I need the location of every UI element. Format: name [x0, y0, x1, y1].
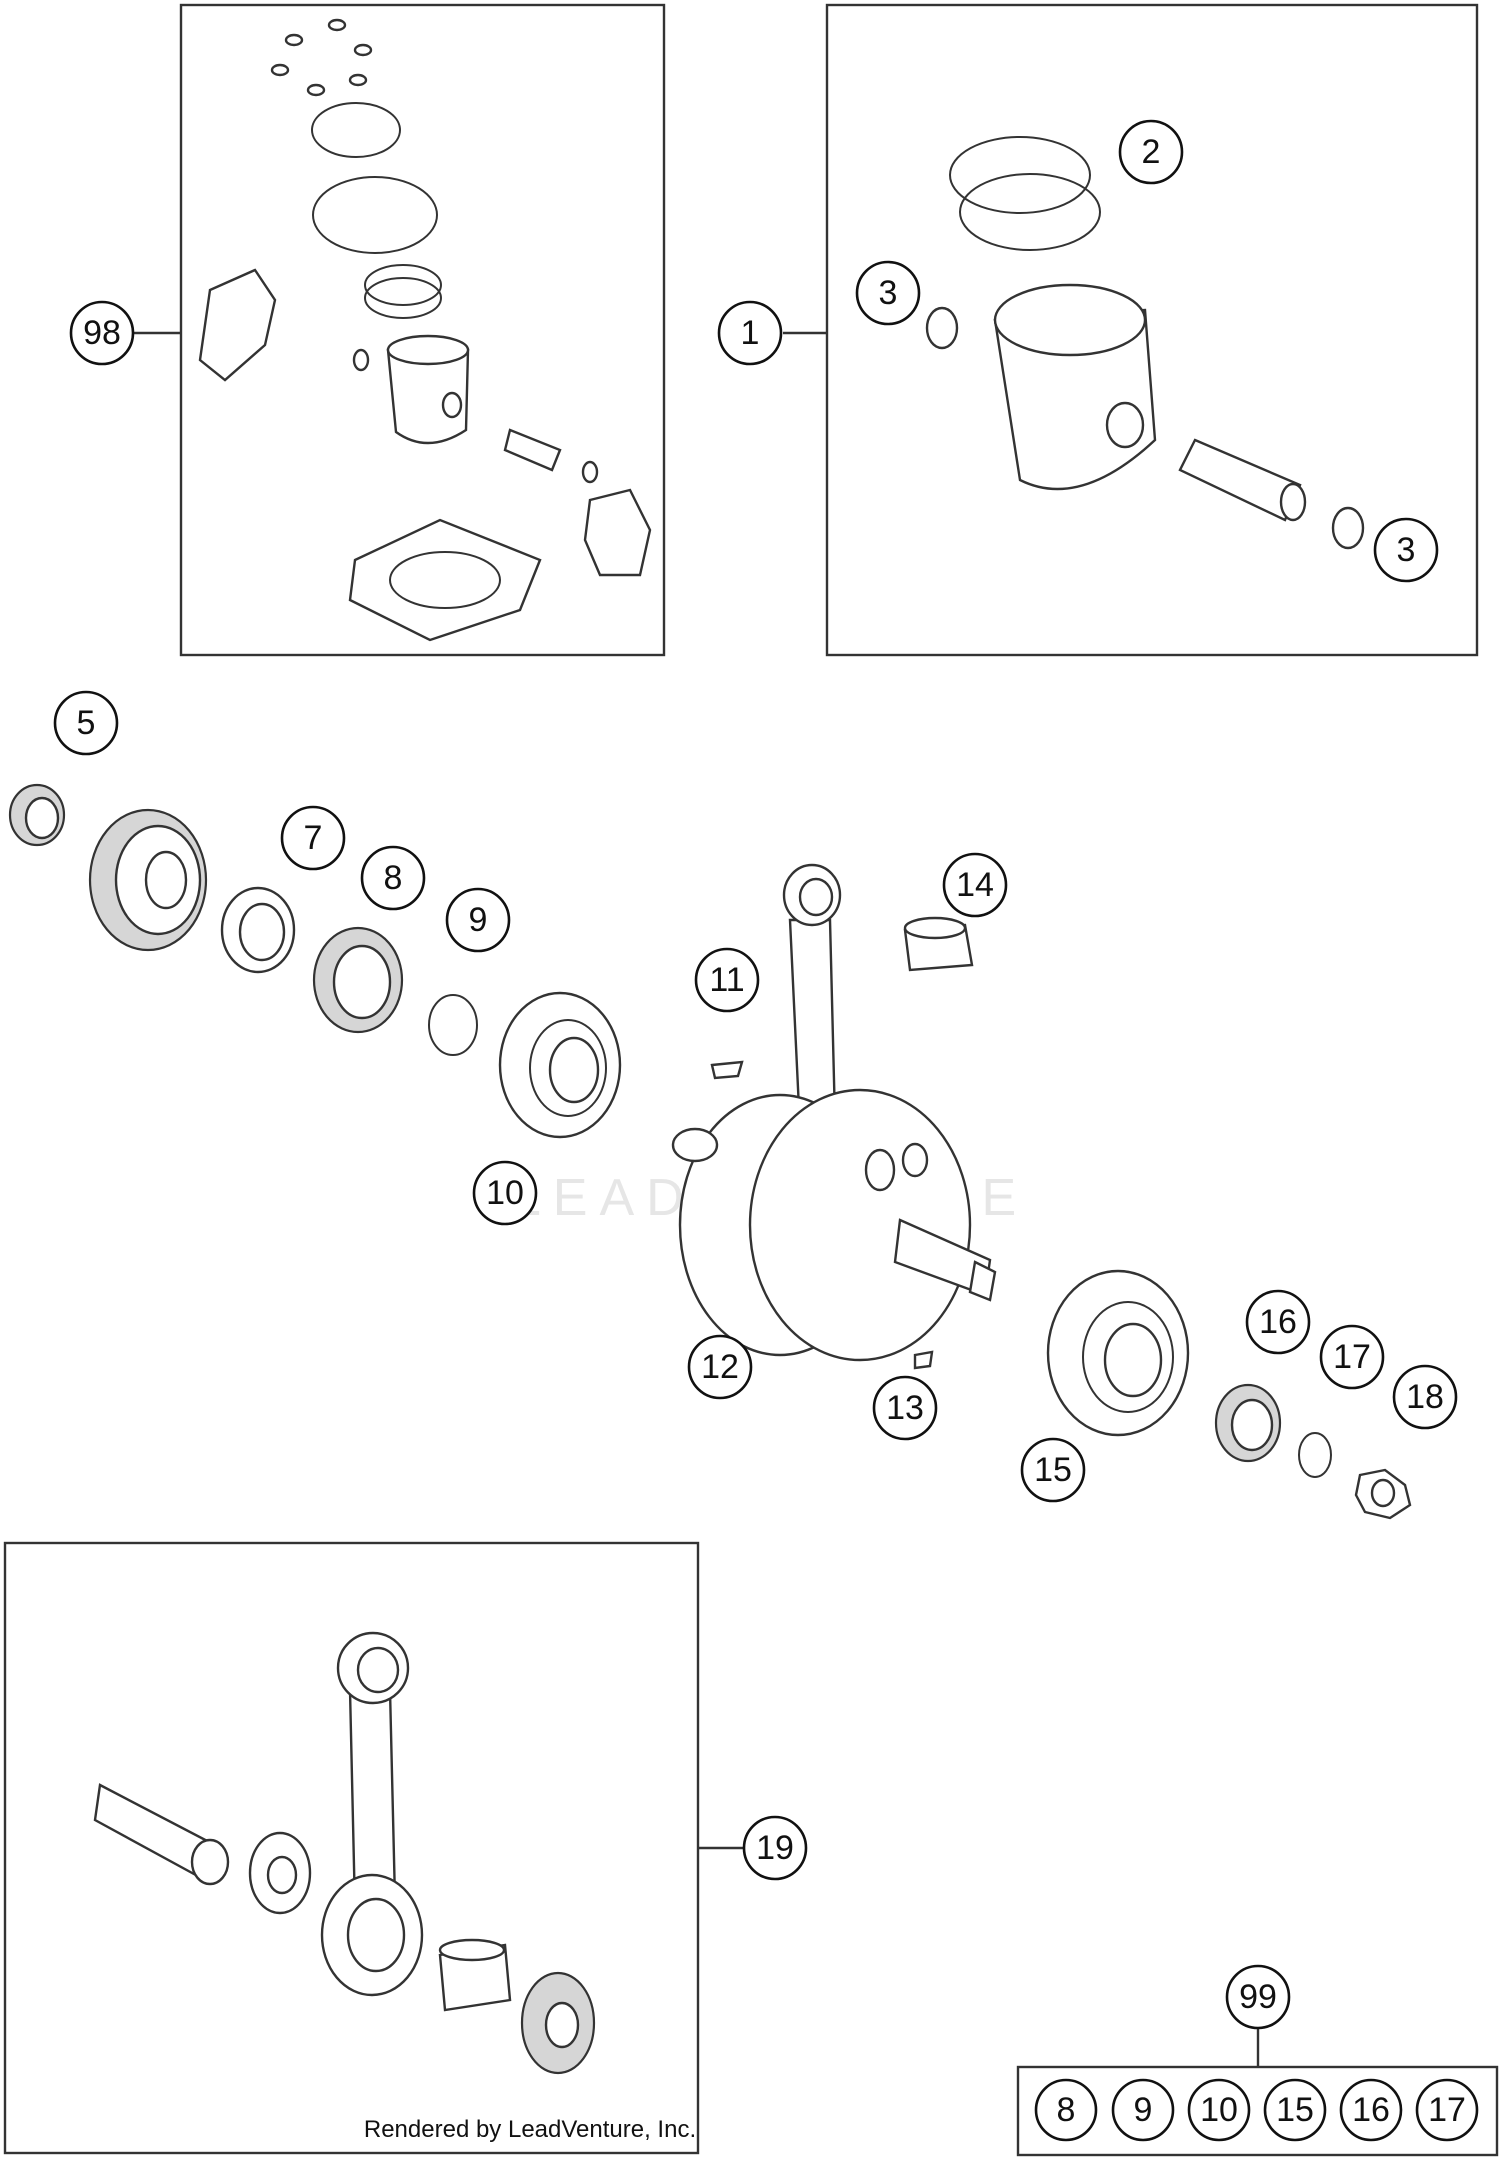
svg-text:11: 11 [709, 961, 744, 999]
svg-text:1: 1 [741, 314, 760, 352]
callout-99: 99 [1225, 1964, 1291, 2030]
callout-11: 11 [694, 947, 760, 1013]
kit-99-item: 16 [1339, 2078, 1403, 2142]
kit-98-parts [198, 18, 652, 642]
svg-text:3: 3 [1397, 531, 1416, 569]
svg-text:9: 9 [469, 901, 488, 939]
svg-text:2: 2 [1142, 133, 1161, 171]
svg-text:3: 3 [879, 274, 898, 312]
svg-text:16: 16 [1259, 1303, 1297, 1341]
callout-15: 15 [1020, 1437, 1086, 1503]
callout-7: 7 [280, 805, 346, 871]
callout-3-lower: 3 [1373, 517, 1439, 583]
svg-text:16: 16 [1352, 2091, 1390, 2129]
piston-box-frame [825, 3, 1479, 657]
callout-8: 8 [360, 845, 426, 911]
svg-text:7: 7 [304, 819, 323, 857]
conrod-kit-parts [93, 1631, 596, 2075]
crankshaft-assembly-parts [8, 783, 1412, 1520]
kit-99-item: 15 [1263, 2078, 1327, 2142]
kit-99-item: 10 [1187, 2078, 1251, 2142]
svg-text:8: 8 [384, 859, 403, 897]
svg-text:17: 17 [1428, 2091, 1466, 2129]
conrod-kit-frame [3, 1541, 700, 2155]
svg-text:12: 12 [701, 1348, 739, 1386]
svg-text:10: 10 [1200, 2091, 1238, 2129]
svg-text:98: 98 [83, 314, 121, 352]
svg-text:15: 15 [1276, 2091, 1314, 2129]
callout-14: 14 [942, 852, 1008, 918]
svg-text:10: 10 [486, 1174, 524, 1212]
callout-2: 2 [1118, 119, 1184, 185]
credit-text: Rendered by LeadVenture, Inc. [364, 2116, 696, 2143]
callout-16: 16 [1245, 1289, 1311, 1355]
svg-text:13: 13 [886, 1389, 924, 1427]
callout-9: 9 [445, 887, 511, 953]
callout-1: 1 [717, 300, 783, 366]
svg-text:19: 19 [756, 1829, 794, 1867]
svg-text:99: 99 [1239, 1978, 1277, 2016]
callout-18: 18 [1392, 1364, 1458, 1430]
svg-text:15: 15 [1034, 1451, 1072, 1489]
callout-98: 98 [69, 300, 135, 366]
svg-text:14: 14 [956, 866, 994, 904]
svg-text:8: 8 [1057, 2091, 1076, 2129]
svg-text:18: 18 [1406, 1378, 1444, 1416]
callout-10: 10 [472, 1160, 538, 1226]
callout-5: 5 [53, 690, 119, 756]
svg-text:17: 17 [1333, 1338, 1371, 1376]
kit-99-item: 9 [1111, 2078, 1175, 2142]
callout-17: 17 [1319, 1324, 1385, 1390]
callout-3-upper: 3 [855, 260, 921, 326]
callout-12: 12 [687, 1334, 753, 1400]
callout-19: 19 [742, 1815, 808, 1881]
kit-98-frame [179, 3, 666, 657]
piston-parts [925, 136, 1365, 550]
svg-text:9: 9 [1134, 2091, 1153, 2129]
callout-13: 13 [872, 1375, 938, 1441]
kit-99-item: 8 [1034, 2078, 1098, 2142]
kit-99-item: 17 [1415, 2078, 1479, 2142]
svg-text:5: 5 [77, 704, 96, 742]
